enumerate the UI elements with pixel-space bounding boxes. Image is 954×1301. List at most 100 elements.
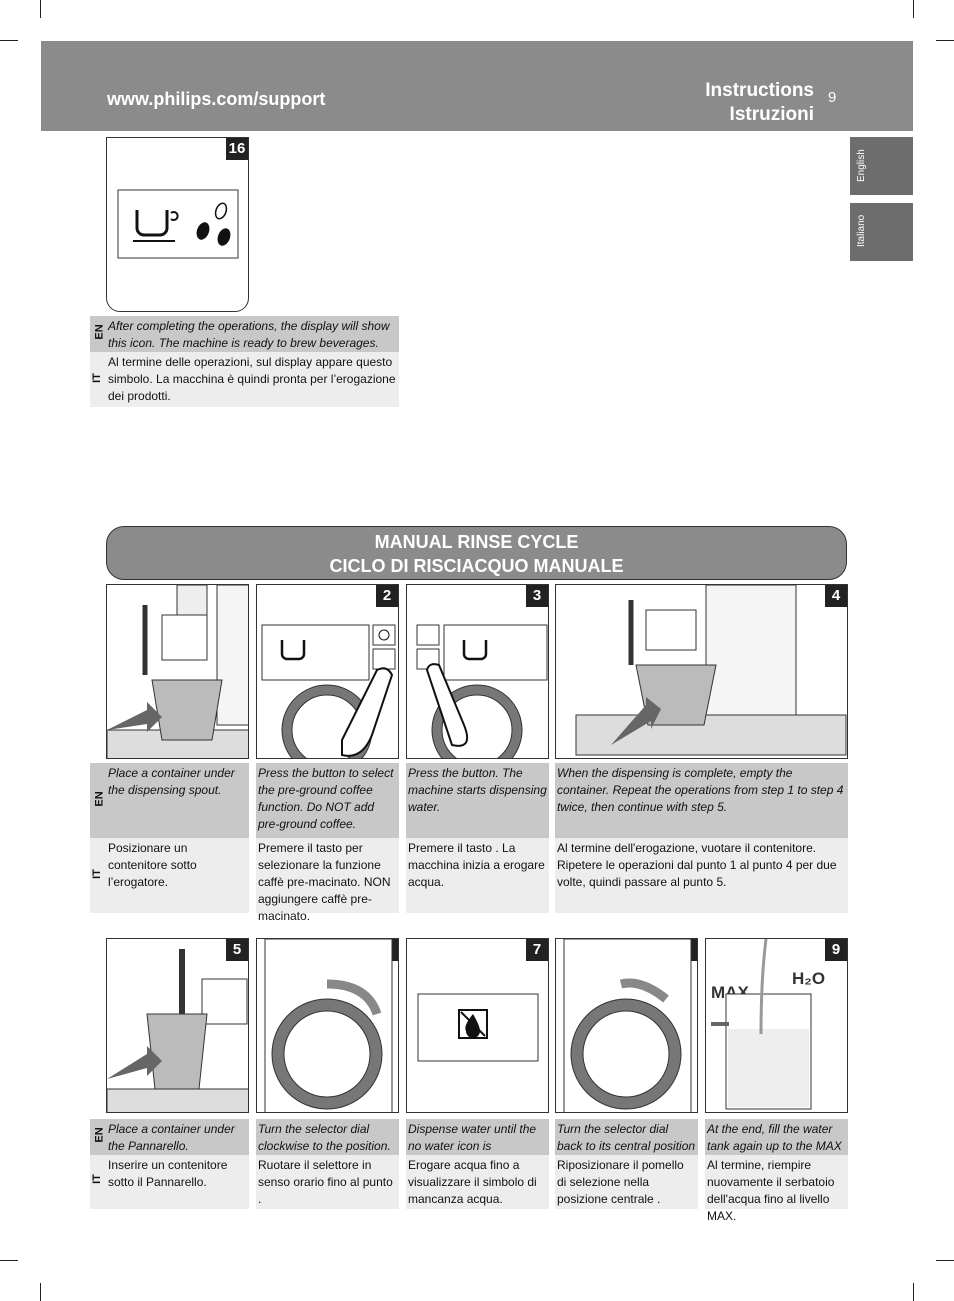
- step-number: 5: [226, 939, 248, 961]
- it-row: IT Inserire un contenitore sotto il Pann…: [90, 1155, 249, 1209]
- cup-icon: [146, 1013, 208, 1090]
- step3-it-text: Premere il tasto . La macchina inizia a …: [408, 841, 545, 889]
- step2-it-text: Premere il tasto per selezionare la funz…: [258, 841, 391, 923]
- en-row: Press the button to select the pre-groun…: [256, 763, 399, 838]
- memo-button: [416, 624, 440, 646]
- it-row: Riposizionare il pomello di selezione ne…: [555, 1155, 698, 1209]
- en-row: At the end, fill the water tank again up…: [705, 1119, 848, 1170]
- step6-en-text: Turn the selector dial clockwise to the …: [258, 1122, 391, 1153]
- title-en: Instructions: [705, 80, 814, 101]
- en-row: Turn the selector dial clockwise to the …: [256, 1119, 399, 1155]
- it-row: Premere il tasto . La macchina inizia a …: [406, 838, 549, 913]
- step16-text: EN After completing the operations, the …: [90, 316, 399, 407]
- crop-mark: [936, 1260, 954, 1261]
- tab-english[interactable]: English: [850, 137, 913, 195]
- step-number: 4: [825, 585, 847, 607]
- step4-en-text: When the dispensing is complete, empty t…: [557, 766, 844, 814]
- step6-text: Turn the selector dial clockwise to the …: [256, 1119, 399, 1209]
- it-row: Ruotare il selettore in senso orario fin…: [256, 1155, 399, 1209]
- en-row: EN After completing the operations, the …: [90, 316, 399, 352]
- step16-it-text: Al termine delle operazioni, sul display…: [108, 355, 396, 403]
- coffee-bean-icon: [196, 222, 210, 240]
- step1-text: EN Place a container under the dispensin…: [90, 763, 249, 913]
- step1-it-text: Posizionare un contenitore sotto l’eroga…: [108, 841, 197, 889]
- crop-mark: [936, 40, 954, 41]
- en-row: Turn the selector dial back to its centr…: [555, 1119, 698, 1170]
- page-header: www.philips.com/support Instructions Ist…: [41, 41, 913, 131]
- en-row: Press the button. The machine starts dis…: [406, 763, 549, 838]
- it-row: Premere il tasto per selezionare la funz…: [256, 838, 399, 923]
- step2-text: Press the button to select the pre-groun…: [256, 763, 399, 923]
- step9-text: At the end, fill the water tank again up…: [705, 1119, 848, 1223]
- arrow-icon: [107, 702, 162, 732]
- step6-illustration: 6: [256, 938, 399, 1113]
- step3-text: Press the button. The machine starts dis…: [406, 763, 549, 913]
- step-number: 7: [526, 939, 548, 961]
- arrow-icon: [326, 979, 382, 1016]
- power-button: [372, 624, 396, 646]
- crop-mark: [40, 1283, 41, 1301]
- step5-illustration: 5: [106, 938, 249, 1113]
- step7-it-text: Erogare acqua fino a visualizzare il sim…: [408, 1158, 537, 1206]
- step3-illustration: 3: [406, 584, 549, 759]
- arrow-icon: [611, 697, 661, 745]
- step1-illustration: 1: [106, 584, 249, 759]
- step1-en-text: Place a container under the dispensing s…: [108, 766, 235, 797]
- tab-italiano[interactable]: Italiano: [850, 203, 913, 261]
- finger-icon: [341, 667, 394, 757]
- cup-icon: [151, 679, 223, 741]
- support-url[interactable]: www.philips.com/support: [107, 89, 326, 109]
- it-row: Al termine dell'erogazione, vuotare il c…: [555, 838, 848, 913]
- en-row: EN Place a container under the dispensin…: [90, 763, 249, 838]
- step4-text: When the dispensing is complete, empty t…: [555, 763, 848, 913]
- display-panel: [117, 189, 239, 259]
- banner-title-it: CICLO DI RISCIACQUO MANUALE: [329, 556, 624, 576]
- step5-it-text: Inserire un contenitore sotto il Pannare…: [108, 1158, 228, 1189]
- coffee-bean-icon: [214, 202, 228, 220]
- crop-mark: [913, 0, 914, 18]
- title-it: Istruzioni: [729, 104, 814, 125]
- step8-illustration: 8: [555, 938, 698, 1113]
- tab-italiano-label: Italiano: [856, 214, 867, 247]
- crop-mark: [913, 1283, 914, 1301]
- coffee-bean-icon: [217, 228, 231, 246]
- banner-title-en: MANUAL RINSE CYCLE: [374, 532, 579, 552]
- it-row: Al termine, riempire nuovamente il serba…: [705, 1155, 848, 1223]
- preground-button: [372, 648, 396, 670]
- section-banner: MANUAL RINSE CYCLE CICLO DI RISCIACQUO M…: [106, 526, 847, 580]
- it-row: IT Posizionare un contenitore sotto l’er…: [90, 838, 249, 913]
- crop-mark: [0, 1260, 18, 1261]
- en-row: Dispense water until the no water icon i…: [406, 1119, 549, 1170]
- step8-text: Turn the selector dial back to its centr…: [555, 1119, 698, 1209]
- h2o-label: H₂O: [792, 969, 826, 988]
- step-number: 16: [226, 138, 248, 160]
- arrow-icon: [619, 978, 669, 1003]
- step7-text: Dispense water until the no water icon i…: [406, 1119, 549, 1209]
- step9-illustration: 9 MAX H₂O: [705, 938, 848, 1113]
- page-number: 9: [828, 89, 837, 106]
- page-title: Instructions Istruzioni: [705, 79, 814, 127]
- it-row: IT Al termine delle operazioni, sul disp…: [90, 352, 399, 407]
- step16-illustration: 16: [106, 137, 249, 312]
- finger-icon: [425, 663, 468, 747]
- en-row: EN Place a container under the Pannarell…: [90, 1119, 249, 1155]
- step16-en-text: After completing the operations, the dis…: [108, 319, 390, 350]
- step4-illustration: 4: [555, 584, 848, 759]
- step-number: 3: [526, 585, 548, 607]
- step2-illustration: 2: [256, 584, 399, 759]
- it-row: Erogare acqua fino a visualizzare il sim…: [406, 1155, 549, 1209]
- crop-mark: [0, 40, 18, 41]
- crop-mark: [40, 0, 41, 18]
- step-number: 2: [376, 585, 398, 607]
- en-row: When the dispensing is complete, empty t…: [555, 763, 848, 838]
- step4-it-text: Al termine dell'erogazione, vuotare il c…: [557, 841, 837, 889]
- step7-illustration: 7: [406, 938, 549, 1113]
- step8-it-text: Riposizionare il pomello di selezione ne…: [557, 1158, 684, 1206]
- step5-en-text: Place a container under the Pannarello.: [108, 1122, 235, 1153]
- step6-it-text: Ruotare il selettore in senso orario fin…: [258, 1158, 393, 1206]
- step3-en-text: Press the button. The machine starts dis…: [408, 766, 547, 814]
- step2-en-text: Press the button to select the pre-groun…: [258, 766, 394, 831]
- cup-icon: [135, 210, 169, 237]
- step9-it-text: Al termine, riempire nuovamente il serba…: [707, 1158, 835, 1223]
- step-number: 9: [825, 939, 847, 961]
